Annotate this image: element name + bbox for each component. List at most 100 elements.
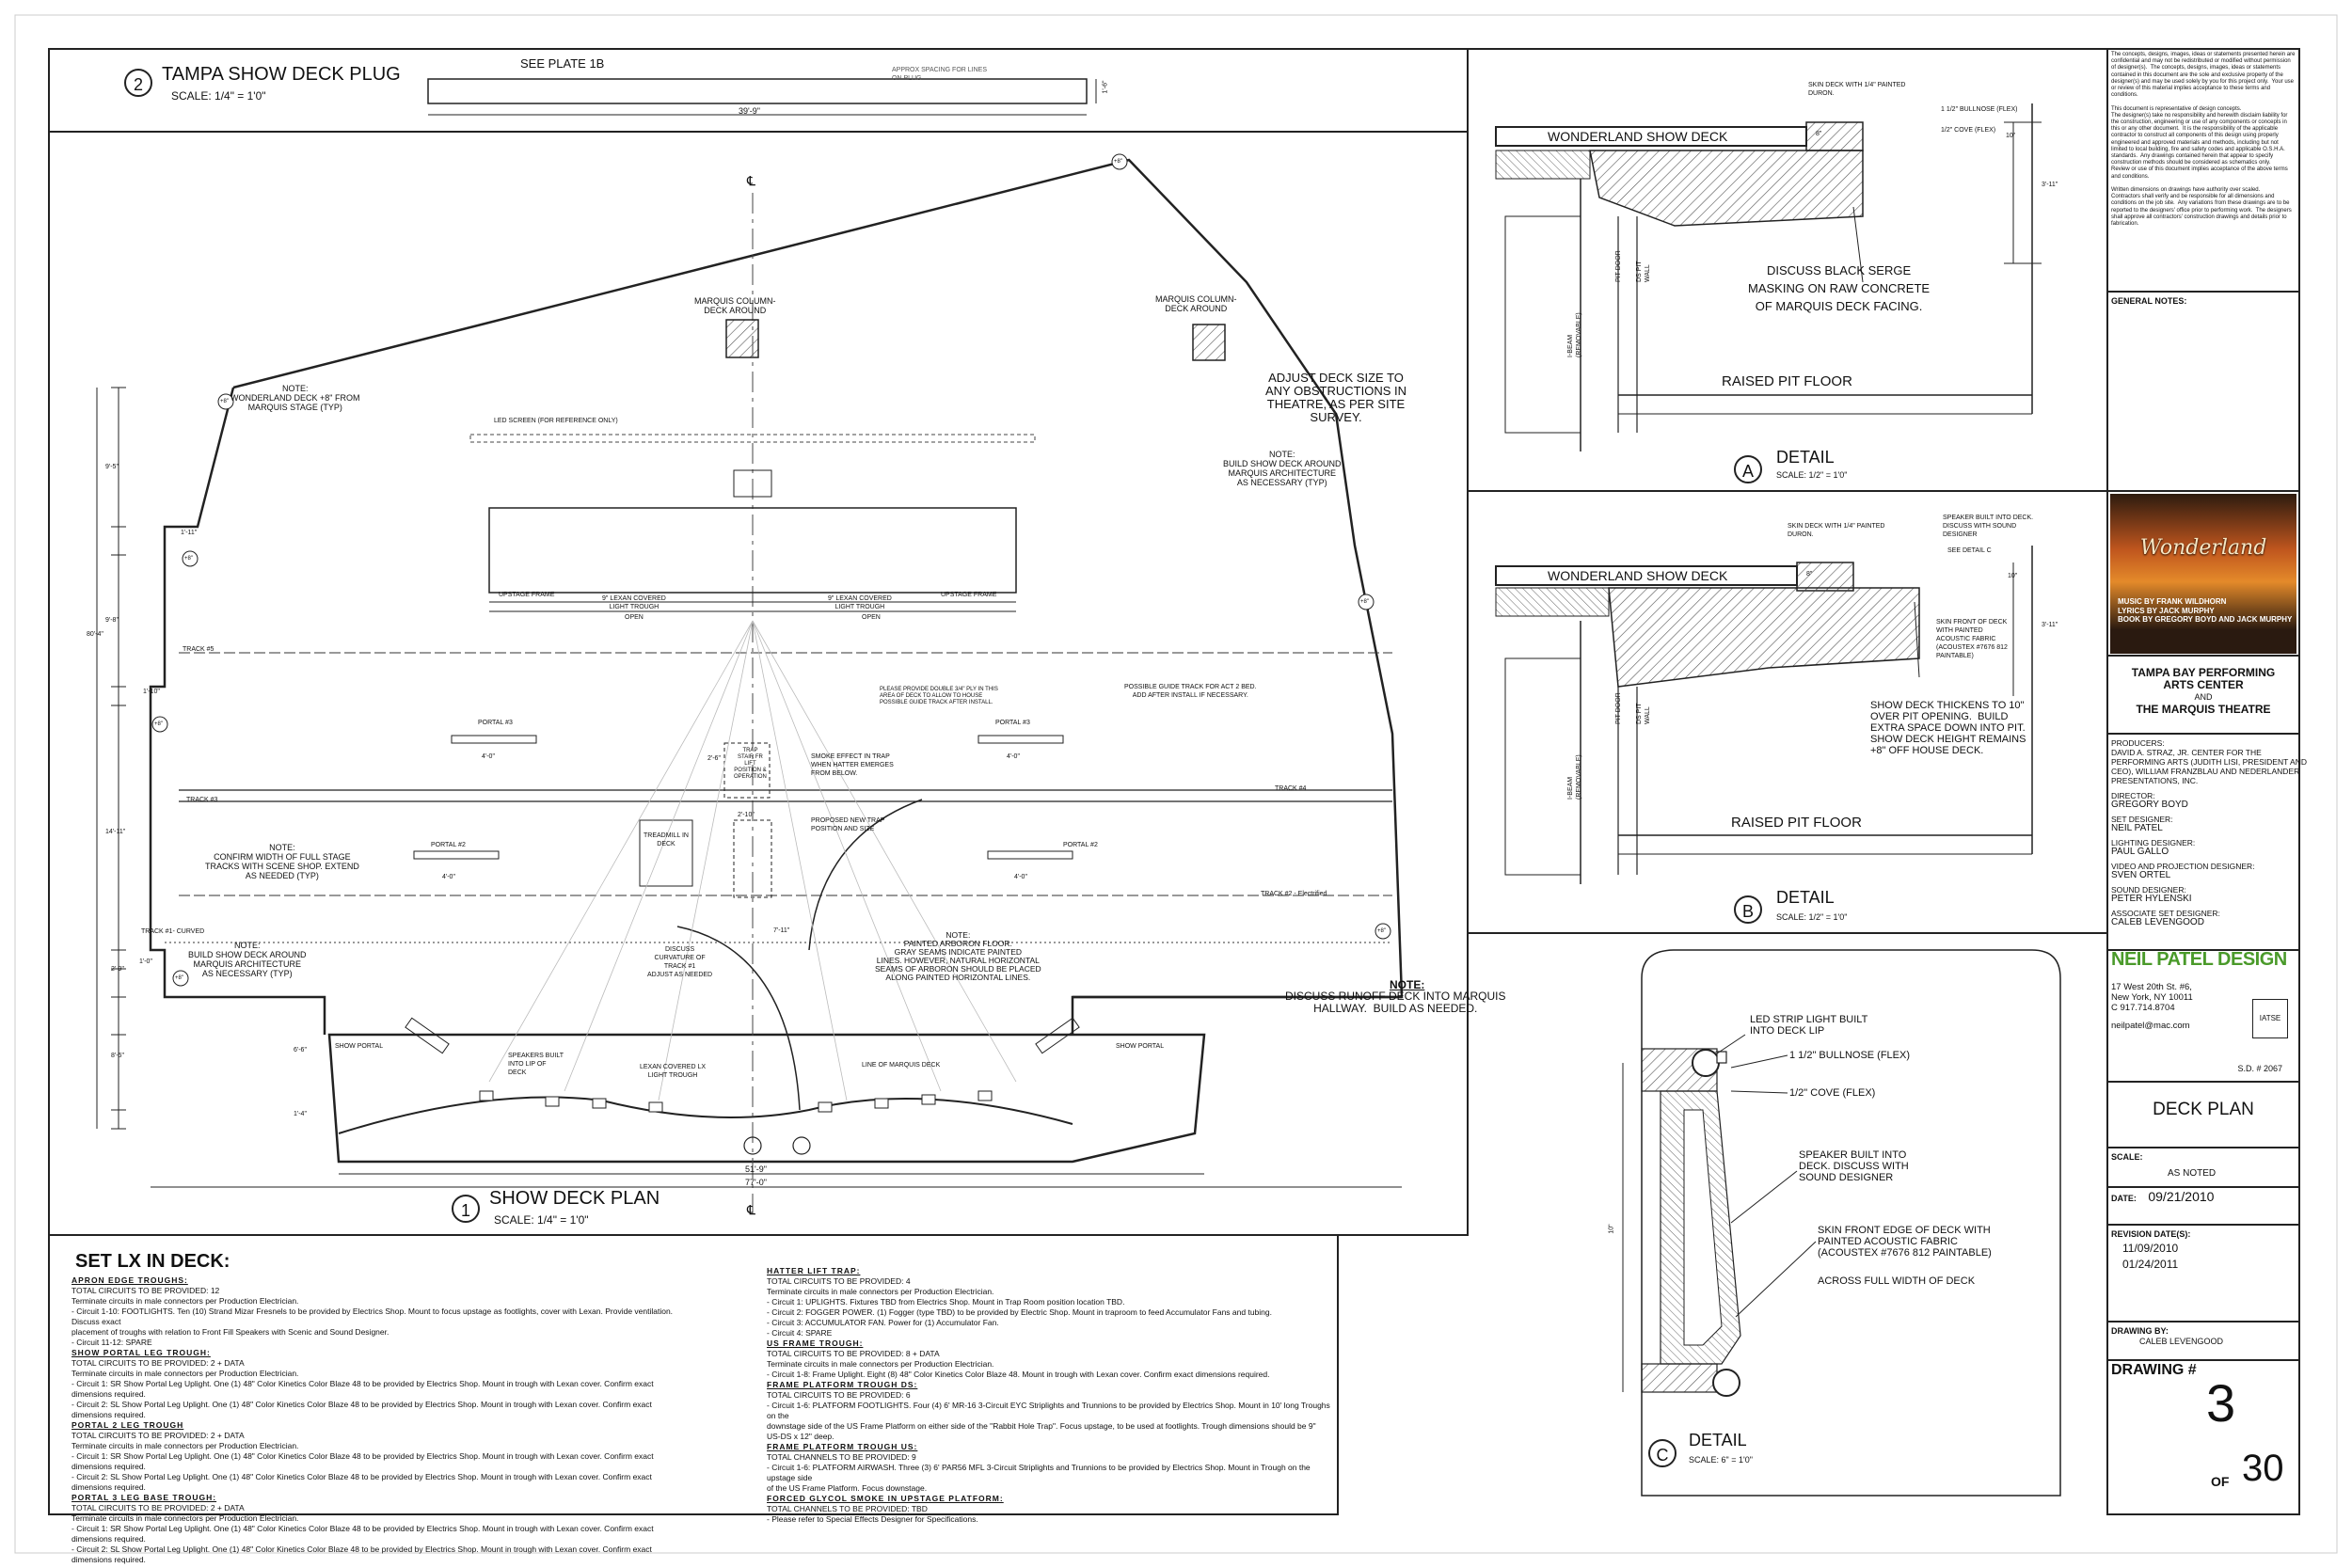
detail-a-dim-10: 10" — [2006, 133, 2016, 139]
disclaimer-text: The concepts, designs, images, ideas or … — [2111, 52, 2296, 228]
detail-b-ds-pit-wall: DS PIT WALL — [1636, 703, 1651, 724]
producers-value: DAVID A. STRAZ, JR. CENTER FOR THE PERFO… — [2111, 748, 2307, 785]
set-designer-value: NEIL PATEL — [2111, 823, 2163, 833]
lx-note-line: Terminate circuits in male connectors pe… — [72, 1369, 299, 1378]
of-label: OF — [2211, 1474, 2230, 1489]
detail-c-title: DETAIL — [1689, 1431, 1747, 1449]
lx-note-line: - Circuit 11-12: SPARE — [72, 1338, 152, 1347]
firm-email: neilpatel@mac.com — [2111, 1021, 2190, 1031]
lx-note-line: - Circuit 1: SR Show Portal Leg Uplight.… — [72, 1379, 654, 1399]
portal-3-left: PORTAL #3 — [478, 720, 513, 726]
dim-1-4: 1'-4" — [294, 1111, 307, 1117]
lx-section-heading: US FRAME TROUGH: — [767, 1338, 864, 1348]
dim-4-0-d: 4'-0" — [1014, 874, 1027, 880]
venue-block: TAMPA BAY PERFORMING ARTS CENTER AND THE… — [2107, 656, 2299, 734]
dim-9-5: 9'-5" — [105, 464, 119, 470]
video-designer-label: VIDEO AND PROJECTION DESIGNER: — [2111, 862, 2255, 871]
lx-note-line: - Circuit 1: UPLIGHTS. Fixtures TBD from… — [767, 1297, 1125, 1307]
sd-number: S.D. # 2067 — [2237, 1064, 2282, 1073]
plus8-marker: +8" — [175, 975, 183, 981]
lx-note-line: - Circuit 1-8: Frame Uplight. Eight (8) … — [767, 1370, 1270, 1379]
detail-b-dim-10: 10" — [2008, 573, 2018, 579]
detail-c-across: ACROSS FULL WIDTH OF DECK — [1818, 1275, 1976, 1287]
set-designer-label: SET DESIGNER: — [2111, 815, 2173, 824]
date-value: 09/21/2010 — [2148, 1189, 2215, 1204]
detail-c-led-label: LED STRIP LIGHT BUILT INTO DECK LIP — [1750, 1014, 1868, 1037]
union-logo: IATSE — [2252, 999, 2288, 1038]
track-5-label: TRACK #5 — [183, 646, 215, 653]
lx-note-line: Terminate circuits in male connectors pe… — [767, 1359, 994, 1369]
lx-right-column: HATTER LIFT TRAP:TOTAL CIRCUITS TO BE PR… — [767, 1266, 1331, 1525]
detail-c-speaker: SPEAKER BUILT INTO DECK. DISCUSS WITH SO… — [1799, 1149, 1909, 1183]
scale-label: SCALE: — [2111, 1152, 2143, 1162]
lx-note-line: Terminate circuits in male connectors pe… — [767, 1287, 994, 1296]
painted-floor-note: NOTE: PAINTED ARBORON FLOOR. GRAY SEAMS … — [875, 930, 1041, 982]
lx-note-line: TOTAL CIRCUITS TO BE PROVIDED: 6 — [767, 1390, 911, 1400]
detail-a-dim-8: 8" — [1816, 131, 1822, 137]
lx-note-line: - Circuit 1-6: PLATFORM AIRWASH. Three (… — [767, 1463, 1311, 1482]
runoff-note: DISCUSS RUNOFF DECK INTO MARQUIS HALLWAY… — [1285, 990, 1506, 1015]
plug-spacing-note: APPROX SPACING FOR LINES ON PLUG — [892, 67, 988, 82]
dim-14-11: 14'-11" — [105, 829, 126, 835]
lx-note-line: - Please refer to Special Effects Design… — [767, 1514, 978, 1524]
line-marquis-label: LINE OF MARQUIS DECK — [862, 1062, 941, 1069]
detail-a-dim-3-11: 3'-11" — [2042, 182, 2058, 188]
detail-c-letter: C — [1648, 1439, 1677, 1467]
general-notes-label: GENERAL NOTES: — [2111, 296, 2187, 306]
plug-width-dimension: 39'-9" — [739, 106, 760, 116]
drawing-number: 3 — [2206, 1373, 2236, 1433]
plus8-marker: +8" — [220, 399, 229, 404]
date-block: DATE: 09/21/2010 — [2107, 1189, 2299, 1225]
lx-left-column: APRON EDGE TROUGHS:TOTAL CIRCUITS TO BE … — [72, 1275, 674, 1565]
plus8-marker: +8" — [1360, 599, 1369, 605]
lx-note-line: TOTAL CIRCUITS TO BE PROVIDED: 2 + DATA — [72, 1358, 245, 1368]
led-screen-label: LED SCREEN (FOR REFERENCE ONLY) — [494, 418, 618, 424]
detail-a-deck-label: WONDERLAND SHOW DECK — [1548, 129, 1728, 144]
credits-block: PRODUCERS: DAVID A. STRAZ, JR. CENTER FO… — [2107, 736, 2307, 950]
portal-3-right: PORTAL #3 — [995, 720, 1030, 726]
plus8-marker: +8" — [1114, 159, 1122, 165]
detail-a-title: DETAIL — [1776, 448, 1835, 467]
lx-section-heading: FRAME PLATFORM TROUGH DS: — [767, 1380, 918, 1389]
date-label: DATE: — [2111, 1194, 2137, 1203]
detail-b-pit-floor: RAISED PIT FLOOR — [1731, 815, 1862, 831]
drawn-by-block: DRAWING BY: CALEB LEVENGOOD — [2107, 1323, 2299, 1360]
lighting-designer-value: PAUL GALLO — [2111, 847, 2169, 857]
detail-a-ds-pit-wall: DS PIT WALL — [1636, 261, 1651, 282]
dim-2-9: 2'-9" — [111, 966, 124, 973]
scale-value: AS NOTED — [2168, 1168, 2217, 1179]
drawing-number-block: DRAWING # 3 OF 30 — [2107, 1362, 2299, 1514]
logo-title: Wonderland — [2139, 536, 2267, 560]
lx-note-line: TOTAL CIRCUITS TO BE PROVIDED: 4 — [767, 1276, 911, 1286]
revision-date-2: 01/24/2011 — [2122, 1258, 2179, 1271]
dim-9-8: 9'-8" — [105, 617, 119, 624]
detail-b-skin-front: SKIN FRONT OF DECK WITH PAINTED ACOUSTIC… — [1936, 619, 2008, 659]
drawn-by-label: DRAWING BY: — [2111, 1326, 2169, 1336]
sound-designer-value: PETER HYLENSKI — [2111, 894, 2192, 904]
show-portal-left: SHOW PORTAL — [335, 1043, 384, 1050]
sound-designer-label: SOUND DESIGNER: — [2111, 885, 2186, 895]
lx-note-line: - Circuit 1-6: PLATFORM FOOTLIGHTS. Four… — [767, 1401, 1330, 1420]
lx-note-line: downstage side of the US Frame Platform … — [767, 1421, 1316, 1441]
guide-track-note: POSSIBLE GUIDE TRACK FOR ACT 2 BED. ADD … — [1124, 684, 1257, 699]
double-ply-note: PLEASE PROVIDE DOUBLE 3/4" PLY IN THIS A… — [880, 687, 998, 705]
of-total: 30 — [2242, 1448, 2284, 1489]
detail-b-dim-8: 8" — [1806, 571, 1813, 578]
lx-note-line: TOTAL CIRCUITS TO BE PROVIDED: 12 — [72, 1286, 220, 1295]
open-right: OPEN — [862, 614, 881, 621]
director-label: DIRECTOR: — [2111, 791, 2155, 800]
venue-name-1: TAMPA BAY PERFORMING ARTS CENTER — [2131, 666, 2276, 691]
scale-block: SCALE: AS NOTED — [2107, 1149, 2299, 1187]
associate-designer-label: ASSOCIATE SET DESIGNER: — [2111, 909, 2220, 918]
associate-designer-value: CALEB LEVENGOOD — [2111, 917, 2204, 927]
firm-name: NEIL PATEL DESIGN — [2111, 949, 2287, 970]
track-1-label: TRACK #1- CURVED — [141, 928, 205, 935]
lx-note-line: - Circuit 1: SR Show Portal Leg Uplight.… — [72, 1451, 654, 1471]
detail-c-dim: 10" — [1608, 1224, 1615, 1234]
plus8-marker: +8" — [154, 721, 163, 727]
dim-8-5: 8'-5" — [111, 1053, 124, 1059]
show-portal-right: SHOW PORTAL — [1116, 1043, 1165, 1050]
plug-detail-number: 2 — [124, 69, 152, 97]
lx-section-heading: FRAME PLATFORM TROUGH US: — [767, 1442, 918, 1451]
detail-b-skin-label: SKIN DECK WITH 1/4" PAINTED DURON. — [1788, 523, 1885, 538]
